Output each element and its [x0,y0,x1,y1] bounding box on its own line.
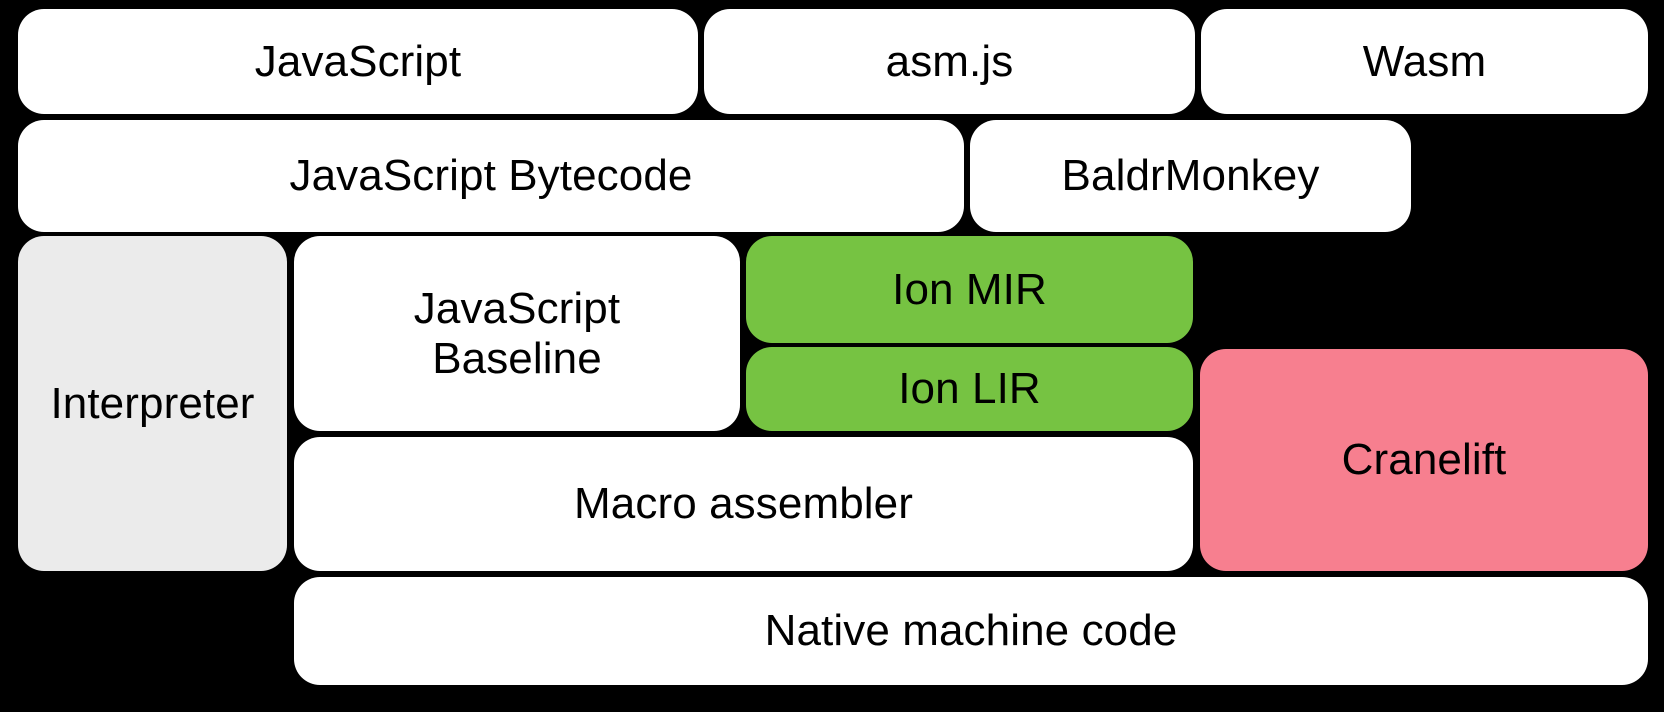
node-ion-lir[interactable]: Ion LIR [746,347,1193,431]
node-cranelift[interactable]: Cranelift [1200,349,1648,571]
node-asm-js[interactable]: asm.js [704,9,1195,114]
node-native-machine-code[interactable]: Native machine code [294,577,1648,685]
node-javascript[interactable]: JavaScript [18,9,698,114]
node-wasm[interactable]: Wasm [1201,9,1648,114]
node-ion-mir[interactable]: Ion MIR [746,236,1193,343]
node-javascript-baseline[interactable]: JavaScript Baseline [294,236,740,431]
node-macro-assembler[interactable]: Macro assembler [294,437,1193,571]
node-baldrmonkey[interactable]: BaldrMonkey [970,120,1411,232]
node-javascript-bytecode[interactable]: JavaScript Bytecode [18,120,964,232]
node-interpreter[interactable]: Interpreter [18,236,287,571]
